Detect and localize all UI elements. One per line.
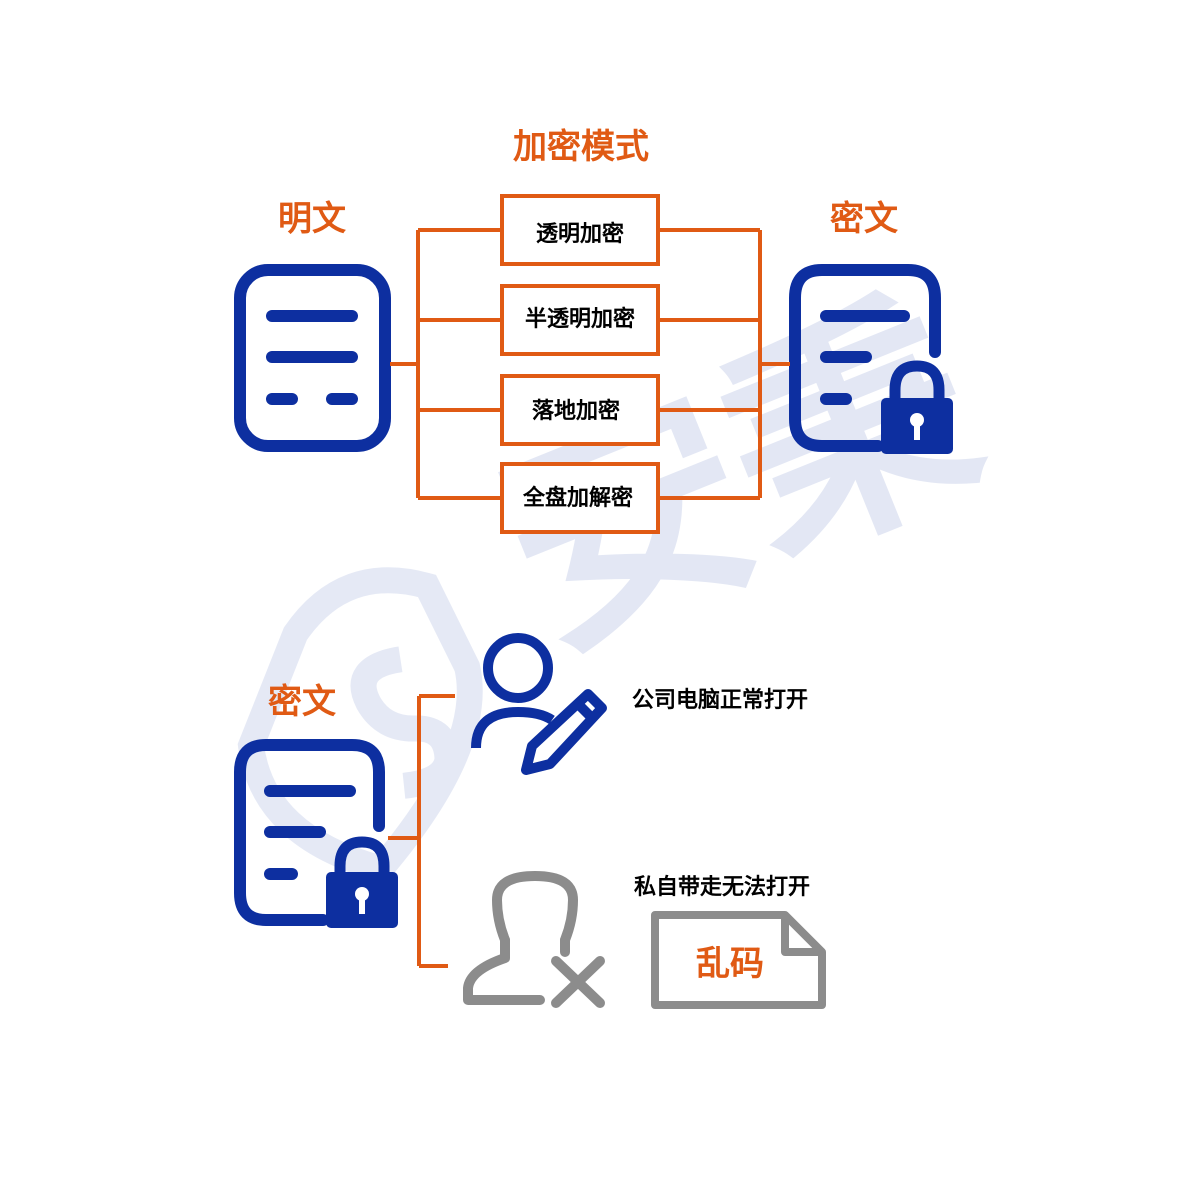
mode-label: 全盘加解密 [522,485,633,511]
garbled-document-icon [651,911,826,1009]
mode-box-3: 落地加密 [500,374,660,446]
authorized-text: 公司电脑正常打开 [632,687,808,713]
diagram-title: 加密模式 [513,127,649,167]
mode-label: 半透明加密 [525,306,635,332]
ciphertext-label-bottom: 密文 [268,682,336,722]
garbled-text: 乱码 [696,944,764,984]
shield-watermark-icon [237,567,483,884]
user-edit-icon [471,633,607,775]
mode-label: 落地加密 [532,398,620,424]
plaintext-label: 明文 [278,199,346,239]
mode-box-1: 透明加密 [500,194,660,266]
connector-lines-bottom [388,694,455,968]
document-icon [234,264,391,452]
mode-label: 透明加密 [536,221,624,247]
unauthorized-text: 私自带走无法打开 [634,874,810,900]
mode-box-2: 半透明加密 [500,284,660,356]
locked-document-icon [234,739,398,928]
ciphertext-label-top: 密文 [830,199,898,239]
mode-box-4: 全盘加解密 [500,462,660,534]
locked-document-icon [789,264,953,454]
user-denied-icon [463,871,605,1008]
connector-lines-top [390,228,790,500]
